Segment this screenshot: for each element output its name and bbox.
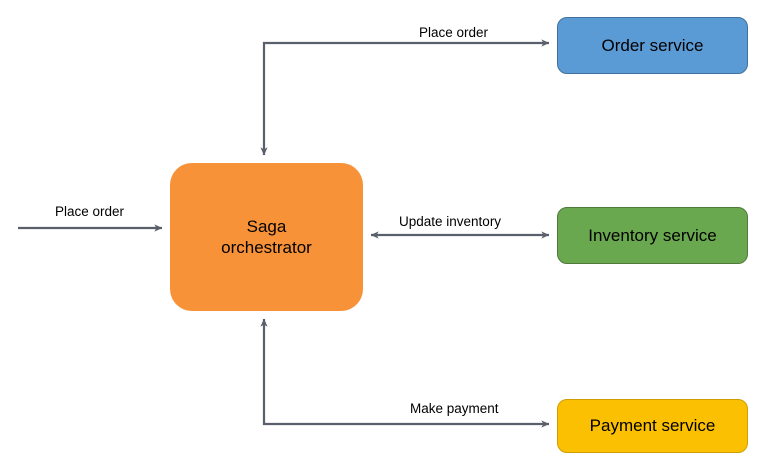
node-saga-orchestrator-label-line2: orchestrator	[221, 238, 312, 257]
edge-orchestrator-to-payment-service	[260, 318, 550, 428]
node-inventory-service-label: Inventory service	[588, 225, 717, 245]
node-saga-orchestrator-label-line1: Saga	[246, 216, 287, 236]
edge-label-external-place-order: Place order	[55, 204, 125, 219]
node-order-service[interactable]: Order service	[557, 17, 748, 74]
edge-label-place-order: Place order	[419, 25, 489, 40]
edge-orchestrator-to-order-service	[260, 39, 550, 156]
edge-label-update-inventory: Update inventory	[399, 214, 502, 229]
node-inventory-service[interactable]: Inventory service	[557, 207, 748, 264]
edge-label-make-payment: Make payment	[410, 401, 499, 416]
node-saga-orchestrator-label: Saga orchestrator	[221, 216, 312, 259]
node-order-service-label: Order service	[601, 35, 704, 55]
node-saga-orchestrator[interactable]: Saga orchestrator	[170, 163, 363, 311]
node-payment-service[interactable]: Payment service	[557, 399, 748, 453]
node-payment-service-label: Payment service	[589, 416, 716, 436]
